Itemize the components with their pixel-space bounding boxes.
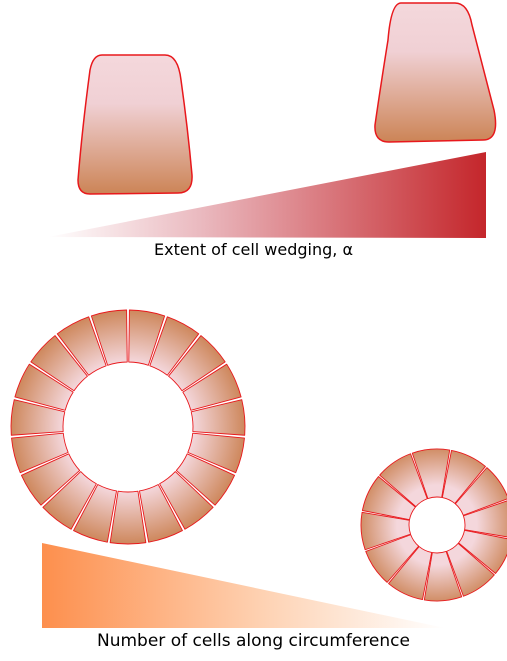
- cell-low-wedging: [78, 55, 192, 194]
- cell-high-wedging: [375, 3, 496, 142]
- ring-large: [11, 310, 245, 544]
- cell-count-caption: Number of cells along circumference: [0, 630, 507, 652]
- ring-small: [361, 449, 507, 601]
- wedging-caption: Extent of cell wedging, α: [0, 240, 507, 260]
